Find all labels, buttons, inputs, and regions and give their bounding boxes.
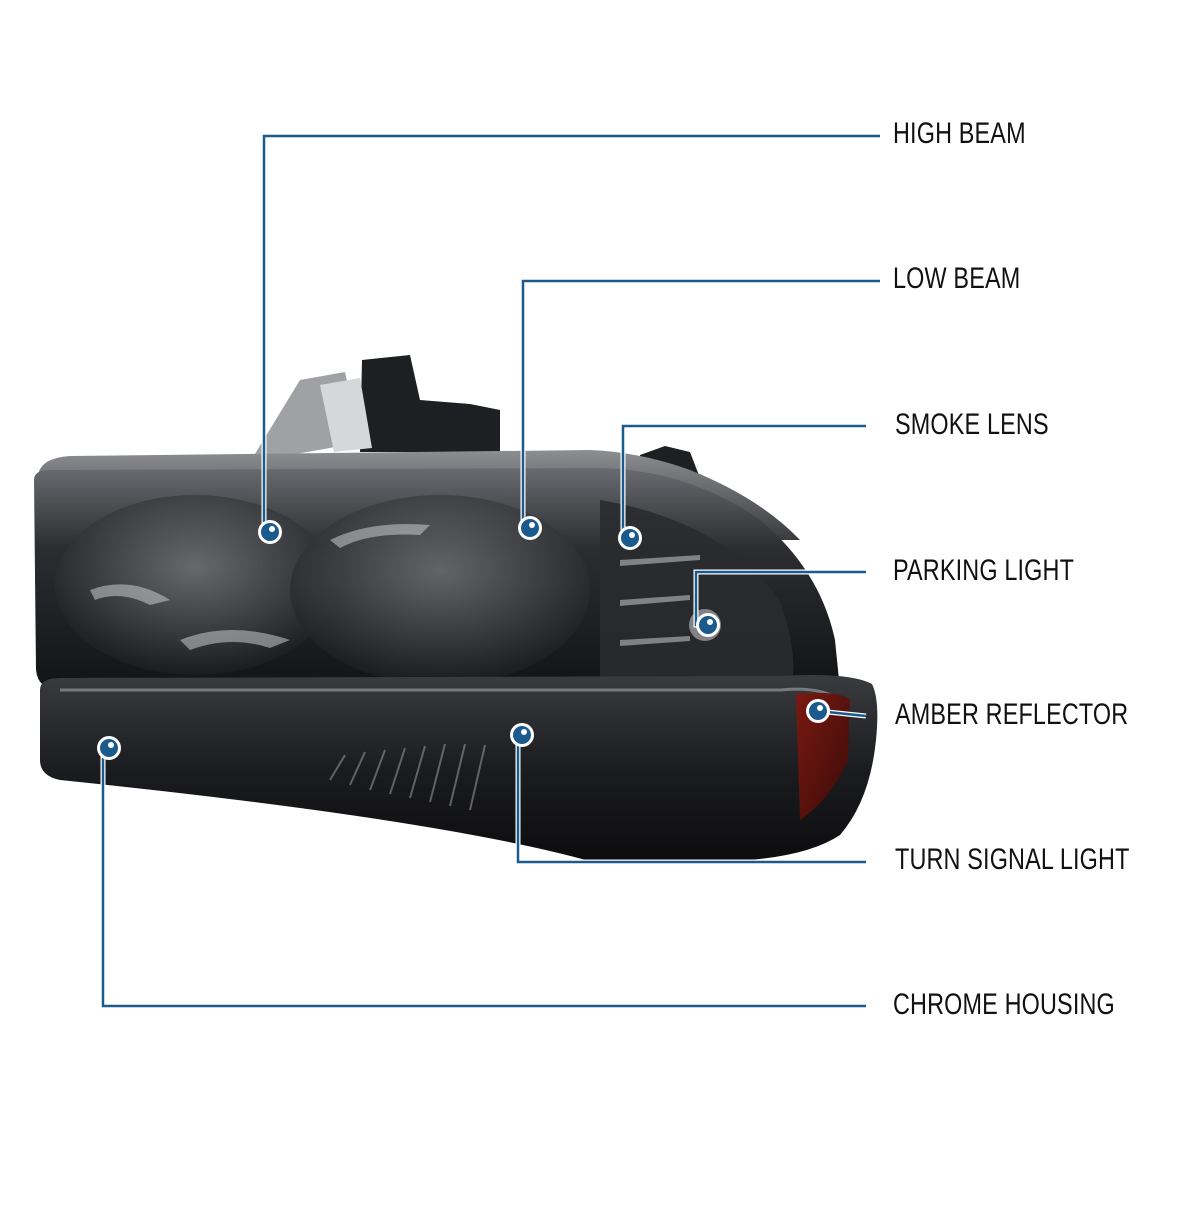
label-turn-signal-light: TURN SIGNAL LIGHT [895,843,1130,876]
callout-dots [97,516,830,760]
label-chrome-housing: CHROME HOUSING [893,988,1115,1021]
high-beam-marker-dot-icon [258,520,282,544]
label-smoke-lens: SMOKE LENS [895,408,1049,441]
parking-light-marker-dot-icon [696,613,720,637]
lens-highlights [90,524,700,650]
low-beam-reflector [290,495,590,685]
smoke-lens-marker-dot-icon [618,526,642,550]
amber-reflector-marker-dot-icon [806,699,830,723]
low-beam-marker-dot-icon [518,516,542,540]
chrome-housing-marker-dot-icon [97,736,121,760]
label-amber-reflector: AMBER REFLECTOR [895,698,1129,731]
label-high-beam: HIGH BEAM [893,117,1026,150]
turn-signal-ribs [329,743,486,811]
label-parking-light: PARKING LIGHT [893,554,1075,587]
amber-reflector-lens [796,692,850,820]
label-low-beam: LOW BEAM [893,262,1021,295]
turn-signal-light-marker-dot-icon [510,723,534,747]
